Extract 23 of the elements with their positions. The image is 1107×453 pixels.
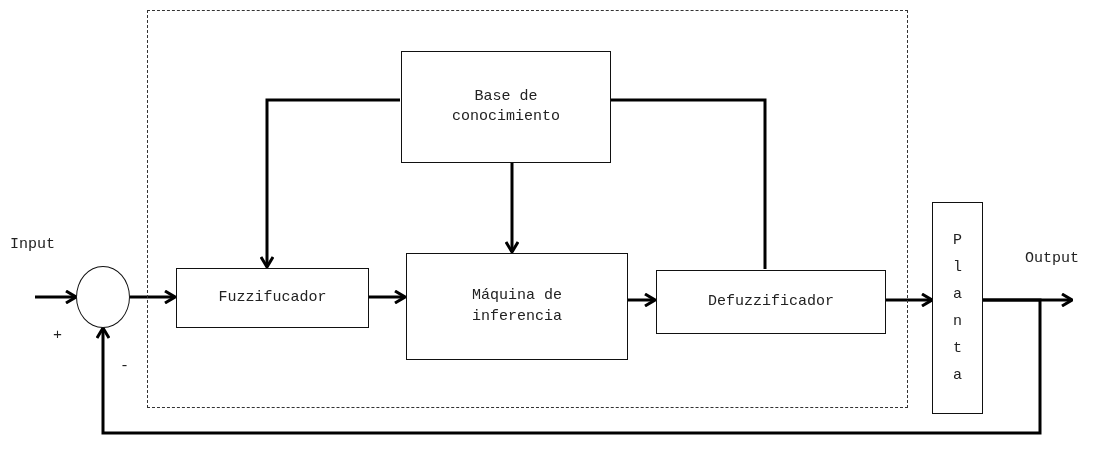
process-box xyxy=(656,270,886,334)
arrow xyxy=(130,289,177,305)
process-box xyxy=(401,51,611,163)
arrow xyxy=(627,292,657,308)
arrow xyxy=(504,162,520,254)
sign-label: - xyxy=(120,358,129,375)
arrow xyxy=(259,98,400,269)
block-label: Máquina de inferencia xyxy=(471,286,563,327)
signal-label: Input xyxy=(10,236,55,253)
plant-block xyxy=(932,202,983,414)
arrow xyxy=(95,298,1042,435)
sign-label: + xyxy=(53,327,62,344)
process-box xyxy=(406,253,628,360)
arrow xyxy=(885,292,934,308)
block-label: Planta xyxy=(952,231,963,386)
signal-label: Output xyxy=(1025,250,1079,267)
controller-group-boundary xyxy=(147,10,908,408)
block-label: Fuzzifucador xyxy=(217,287,328,308)
block-label: Base de conocimiento xyxy=(451,86,561,127)
arrow xyxy=(368,289,407,305)
arrow xyxy=(35,289,78,305)
process-box xyxy=(176,268,369,328)
block-label: Defuzzificador xyxy=(707,291,835,312)
